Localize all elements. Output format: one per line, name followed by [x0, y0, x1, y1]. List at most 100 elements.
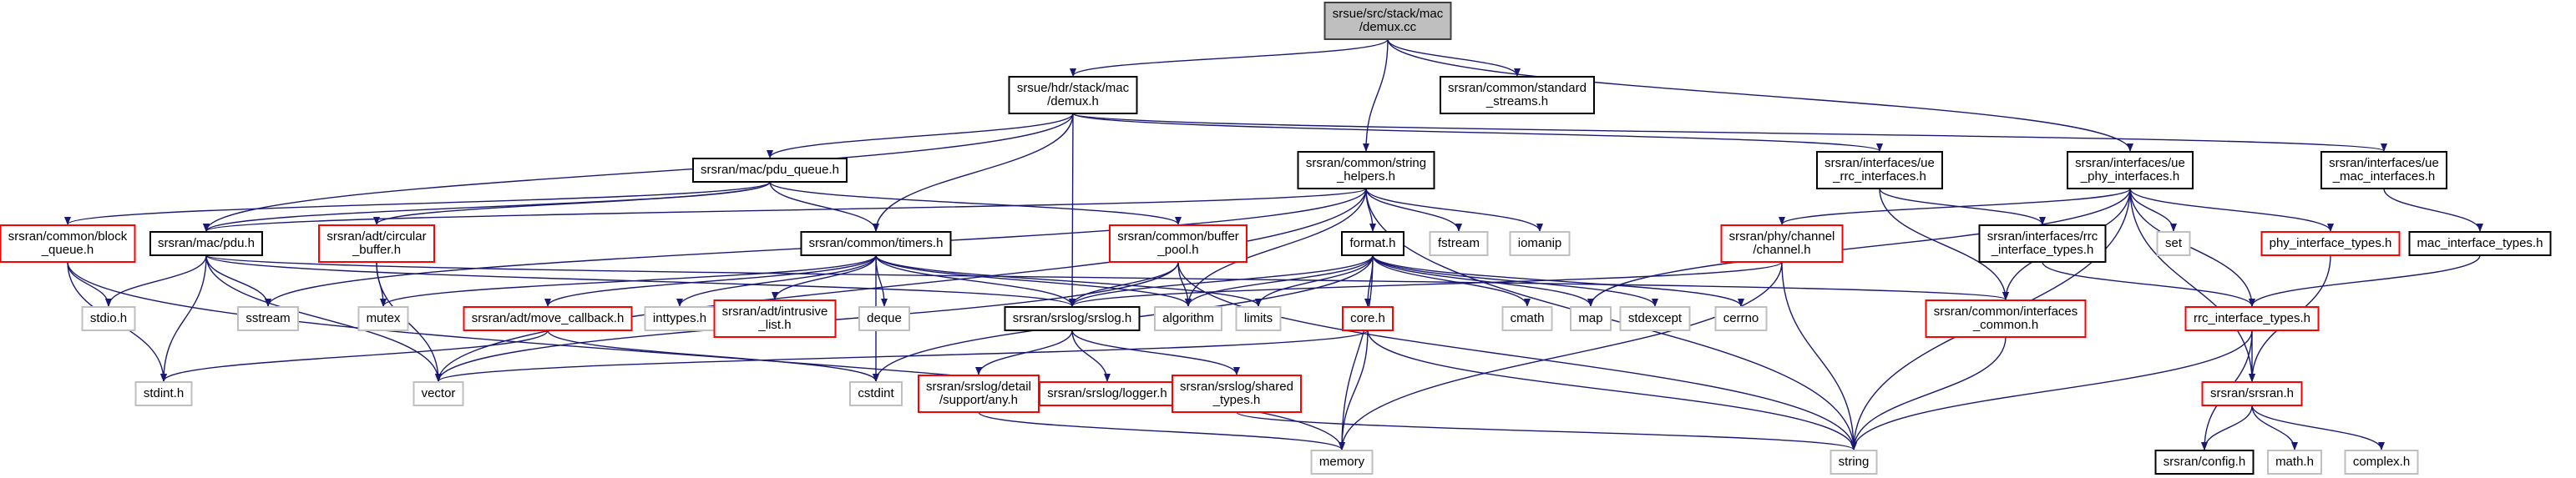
node-label: srsran/srslog/logger.h [1047, 386, 1167, 400]
edge-format-h-to-cerrno [1372, 254, 1744, 307]
edge-demux-h-to-ue-mac-if [1072, 113, 2387, 152]
node-pdu-queue[interactable]: srsran/mac/pdu_queue.h [692, 158, 848, 183]
node-box [1720, 224, 1844, 263]
node-ue-phy-if[interactable]: srsran/interfaces/ue_phy_interfaces.h [2067, 151, 2194, 189]
node-label: _interface_types.h [1991, 243, 2094, 257]
node-box [1039, 381, 1176, 406]
edge-demux-h-to-timers [873, 113, 1074, 232]
node-ue-mac-if[interactable]: srsran/interfaces/ue_mac_interfaces.h [2320, 151, 2447, 189]
node-std-streams[interactable]: srsran/common/standard_streams.h [1440, 76, 1595, 114]
node-rrc-iface-types[interactable]: srsran/interfaces/rrc_interface_types.h [1978, 224, 2107, 263]
node-label: fstream [1438, 236, 1480, 250]
node-box [1154, 306, 1222, 331]
node-label: _rrc_interfaces.h [1832, 169, 1926, 184]
node-label: core.h [1350, 311, 1385, 325]
node-core-h[interactable]: core.h [1342, 306, 1394, 331]
node-cmath: cmath [1501, 306, 1553, 331]
node-label: srsran/adt/intrusive [722, 304, 828, 319]
node-box [1172, 375, 1302, 413]
node-box [1341, 231, 1404, 256]
node-box [1310, 450, 1374, 475]
edge-ue-phy-if-to-rrc-iface-types-h [2129, 188, 2255, 307]
edge-block-queue-to-stdio [67, 261, 112, 307]
node-box [644, 306, 716, 331]
node-box [1235, 306, 1282, 331]
node-label: srsran/srslog/srslog.h [1013, 311, 1132, 325]
node-move-callback[interactable]: srsran/adt/move_callback.h [463, 306, 633, 331]
node-stdexcept: stdexcept [1619, 306, 1691, 331]
node-mac-iface-types[interactable]: mac_interface_types.h [2408, 231, 2552, 256]
node-box [1440, 76, 1595, 114]
node-label: map [1578, 311, 1602, 325]
edge-ue-rrc-if-to-iface-common [1879, 188, 2009, 300]
node-timers[interactable]: srsran/common/timers.h [800, 231, 952, 256]
node-ue-rrc-if[interactable]: srsran/interfaces/ue_rrc_interfaces.h [1816, 151, 1943, 189]
node-label: stdexcept [1628, 311, 1683, 325]
edge-string-helpers-to-algorithm [1185, 188, 1367, 307]
edge-ue-phy-if-to-srsran-h [2129, 188, 2255, 382]
node-srsran-h[interactable]: srsran/srsran.h [2201, 381, 2303, 406]
node-label: cstdint [858, 386, 894, 400]
node-label: limits [1244, 311, 1273, 325]
node-box [800, 231, 952, 256]
edge-timers-to-algorithm [875, 254, 1192, 307]
node-label: _common.h [1972, 318, 2038, 332]
node-label: complex.h [2353, 455, 2410, 469]
node-label: string [1839, 455, 1870, 469]
node-box [318, 224, 435, 263]
node-format-h[interactable]: format.h [1341, 231, 1404, 256]
node-label: stdio.h [90, 311, 127, 325]
edge-pdu-queue-to-circular-buffer [373, 181, 771, 225]
edge-demux-cc-to-string-helpers [1363, 38, 1389, 152]
node-memory: memory [1310, 450, 1374, 475]
edge-pdu-queue-to-mac-pdu [203, 181, 771, 232]
edge-demux-cc-to-ue-phy-if [1387, 38, 2133, 152]
node-label: srsran/common/interfaces [1934, 304, 2078, 319]
node-label: srsran/common/standard [1448, 81, 1587, 95]
node-label: deque [867, 311, 902, 325]
edge-phy-channel-to-srslog [1069, 261, 1783, 307]
node-box [849, 381, 903, 406]
node-buffer-pool[interactable]: srsran/common/buffer_pool.h [1109, 224, 1248, 263]
edge-core-h-to-vector [435, 330, 1369, 382]
node-phy-iface-types[interactable]: phy_interface_types.h [2260, 231, 2401, 256]
node-box [1008, 76, 1138, 114]
edge-phy-channel-to-memory [1339, 261, 1783, 450]
node-box [2267, 450, 2322, 475]
node-cerrno: cerrno [1714, 306, 1768, 331]
node-phy-channel[interactable]: srsran/phy/channel/channel.h [1720, 224, 1844, 263]
node-detail-any[interactable]: srsran/srslog/detail/support/any.h [918, 375, 1040, 413]
node-box [1297, 151, 1435, 189]
node-label: /demux.cc [1359, 20, 1417, 34]
node-circular-buffer[interactable]: srsran/adt/circular_buffer.h [318, 224, 435, 263]
node-box [2156, 231, 2191, 256]
edge-core-h-to-memory [1339, 330, 1369, 450]
node-shared-types[interactable]: srsran/srslog/shared_types.h [1172, 375, 1302, 413]
node-box [2201, 381, 2303, 406]
node-srslog[interactable]: srsran/srslog/srslog.h [1004, 306, 1141, 331]
node-mac-pdu[interactable]: srsran/mac/pdu.h [149, 231, 263, 256]
node-label: inttypes.h [653, 311, 706, 325]
node-box [412, 381, 464, 406]
node-intrusive-list[interactable]: srsran/adt/intrusive_list.h [713, 299, 837, 338]
node-iface-common[interactable]: srsran/common/interfaces_common.h [1925, 299, 2087, 338]
node-label: srsran/srsran.h [2210, 386, 2294, 400]
node-box [1925, 299, 2087, 338]
node-srslog-logger[interactable]: srsran/srslog/logger.h [1039, 381, 1176, 406]
edge-timers-to-move-callback [544, 254, 877, 307]
node-complex-h: complex.h [2344, 450, 2419, 475]
node-demux-h[interactable]: srsue/hdr/stack/mac/demux.h [1008, 76, 1138, 114]
node-box [2408, 231, 2552, 256]
edge-format-h-to-memory [1339, 254, 1374, 450]
node-block-queue[interactable]: srsran/common/block_queue.h [0, 224, 136, 263]
node-label: _helpers.h [1336, 169, 1395, 184]
node-rrc-iface-types-h[interactable]: rrc_interface_types.h [2184, 306, 2320, 331]
edge-rrc-iface-types-h-to-string [1850, 330, 2253, 450]
node-label: _streams.h [1485, 94, 1548, 108]
node-fstream: fstream [1429, 231, 1489, 256]
node-config-h[interactable]: srsran/config.h [2154, 450, 2255, 475]
node-mutex: mutex [357, 306, 409, 331]
node-demux-cc[interactable]: srsue/src/stack/mac/demux.cc [1323, 2, 1452, 40]
node-string-helpers[interactable]: srsran/common/string_helpers.h [1297, 151, 1435, 189]
node-label: algorithm [1162, 311, 1214, 325]
